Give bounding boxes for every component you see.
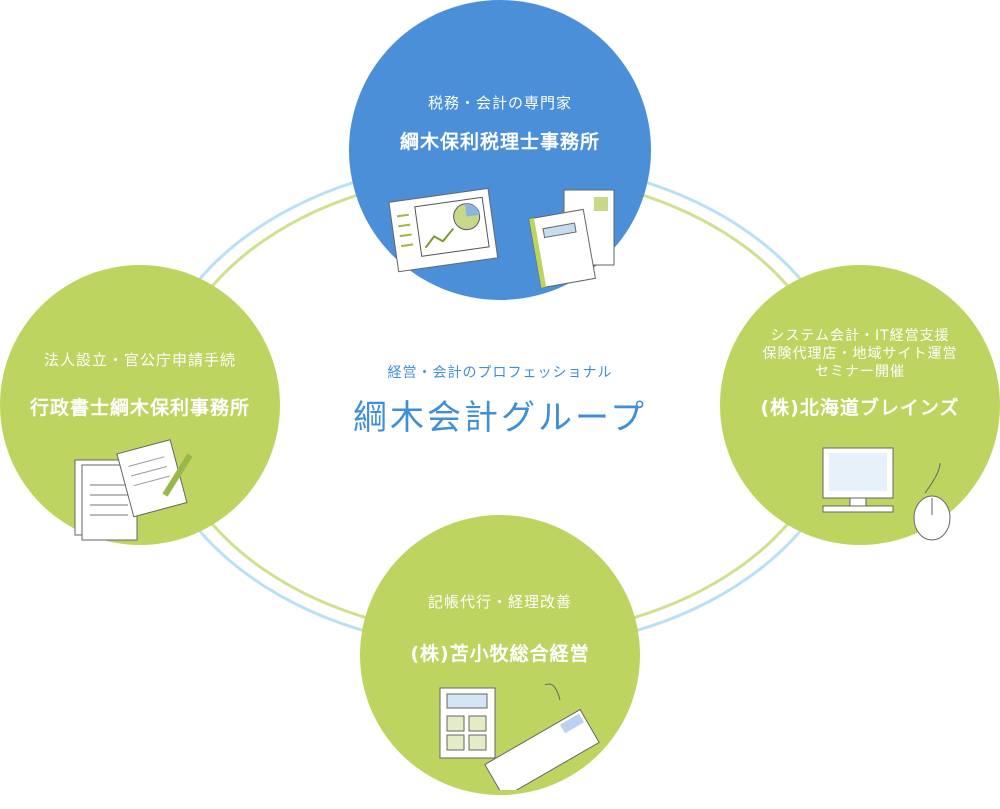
node-it-company[interactable]: システム会計・IT経営支援 保険代理店・地域サイト運営 セミナー開催 (株)北海… [720, 265, 1000, 545]
node-subtitle: 税務・会計の専門家 [427, 94, 572, 112]
node-name: (株)北海道ブレインズ [760, 397, 960, 419]
node-name: (株)苫小牧総合経営 [410, 643, 590, 665]
subtitle-line: セミナー開催 [815, 364, 905, 380]
node-name: 綱木保利税理士事務所 [399, 131, 600, 153]
group-tagline: 経営・会計のプロフェッショナル [387, 365, 613, 381]
node-tax-office[interactable]: 税務・会計の専門家 綱木保利税理士事務所 [349, 0, 651, 300]
node-bookkeeping-company[interactable]: 記帳代行・経理改善 (株)苫小牧総合経営 [360, 515, 640, 795]
subtitle-line: システム会計・IT経営支援 [770, 328, 950, 344]
node-admin-office[interactable]: 法人設立・官公庁申請手続 行政書士綱木保利事務所 [0, 265, 280, 545]
subtitle-line: 保険代理店・地域サイト運営 [762, 346, 958, 362]
node-subtitle: 記帳代行・経理改善 [427, 593, 572, 611]
node-subtitle: システム会計・IT経営支援 保険代理店・地域サイト運営 セミナー開催 [720, 327, 1000, 381]
documents-chart-icon [388, 187, 615, 289]
calculator-keyboard-icon [439, 683, 600, 790]
group-center-label: 経営・会計のプロフェッショナル 綱木会計グループ [300, 362, 700, 439]
group-title: 綱木会計グループ [353, 398, 647, 438]
node-name: 行政書士綱木保利事務所 [29, 397, 250, 419]
computer-mouse-icon [822, 447, 951, 541]
node-subtitle: 法人設立・官公庁申請手続 [43, 351, 236, 369]
papers-pencil-icon [74, 439, 193, 541]
